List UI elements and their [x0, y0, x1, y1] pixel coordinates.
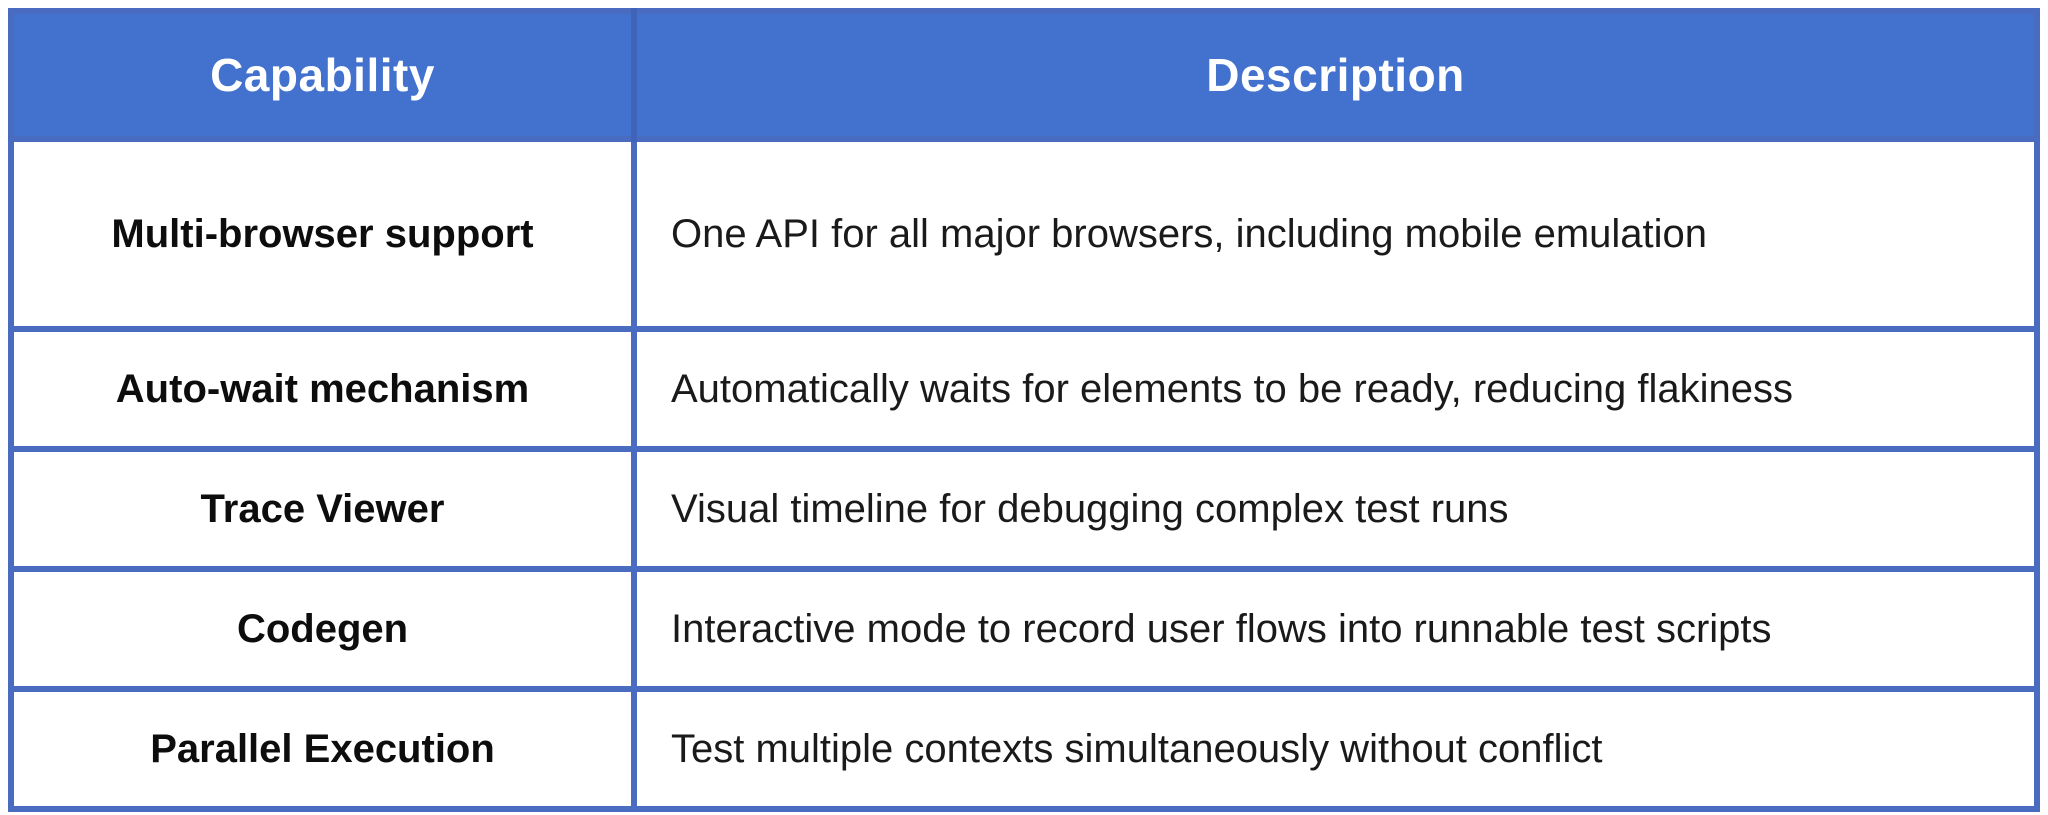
column-header-description: Description [631, 11, 2037, 139]
cell-description: One API for all major browsers, includin… [631, 139, 2037, 329]
table-row: Multi-browser support One API for all ma… [11, 139, 2037, 329]
cell-capability: Auto-wait mechanism [115, 366, 530, 411]
table-row: Parallel Execution Test multiple context… [11, 689, 2037, 809]
header-row: Capability Description [11, 11, 2037, 139]
capability-table-container: Capability Description Multi-browser sup… [8, 8, 2040, 812]
table-row: Codegen Interactive mode to record user … [11, 569, 2037, 689]
cell-description: Visual timeline for debugging complex te… [631, 449, 2037, 569]
cell-capability: Trace Viewer [200, 486, 445, 531]
table-header: Capability Description [11, 11, 2037, 139]
cell-capability: Parallel Execution [150, 726, 495, 771]
cell-capability: Multi-browser support [111, 211, 534, 256]
table-row: Trace Viewer Visual timeline for debuggi… [11, 449, 2037, 569]
cell-description: Automatically waits for elements to be r… [631, 329, 2037, 449]
column-header-capability: Capability [11, 11, 634, 139]
table-body: Multi-browser support One API for all ma… [11, 139, 2037, 809]
cell-capability: Codegen [236, 606, 409, 651]
table-row: Auto-wait mechanism Automatically waits … [11, 329, 2037, 449]
cell-description: Interactive mode to record user flows in… [631, 569, 2037, 689]
capability-table: Capability Description Multi-browser sup… [8, 8, 2040, 812]
cell-description: Test multiple contexts simultaneously wi… [631, 689, 2037, 809]
